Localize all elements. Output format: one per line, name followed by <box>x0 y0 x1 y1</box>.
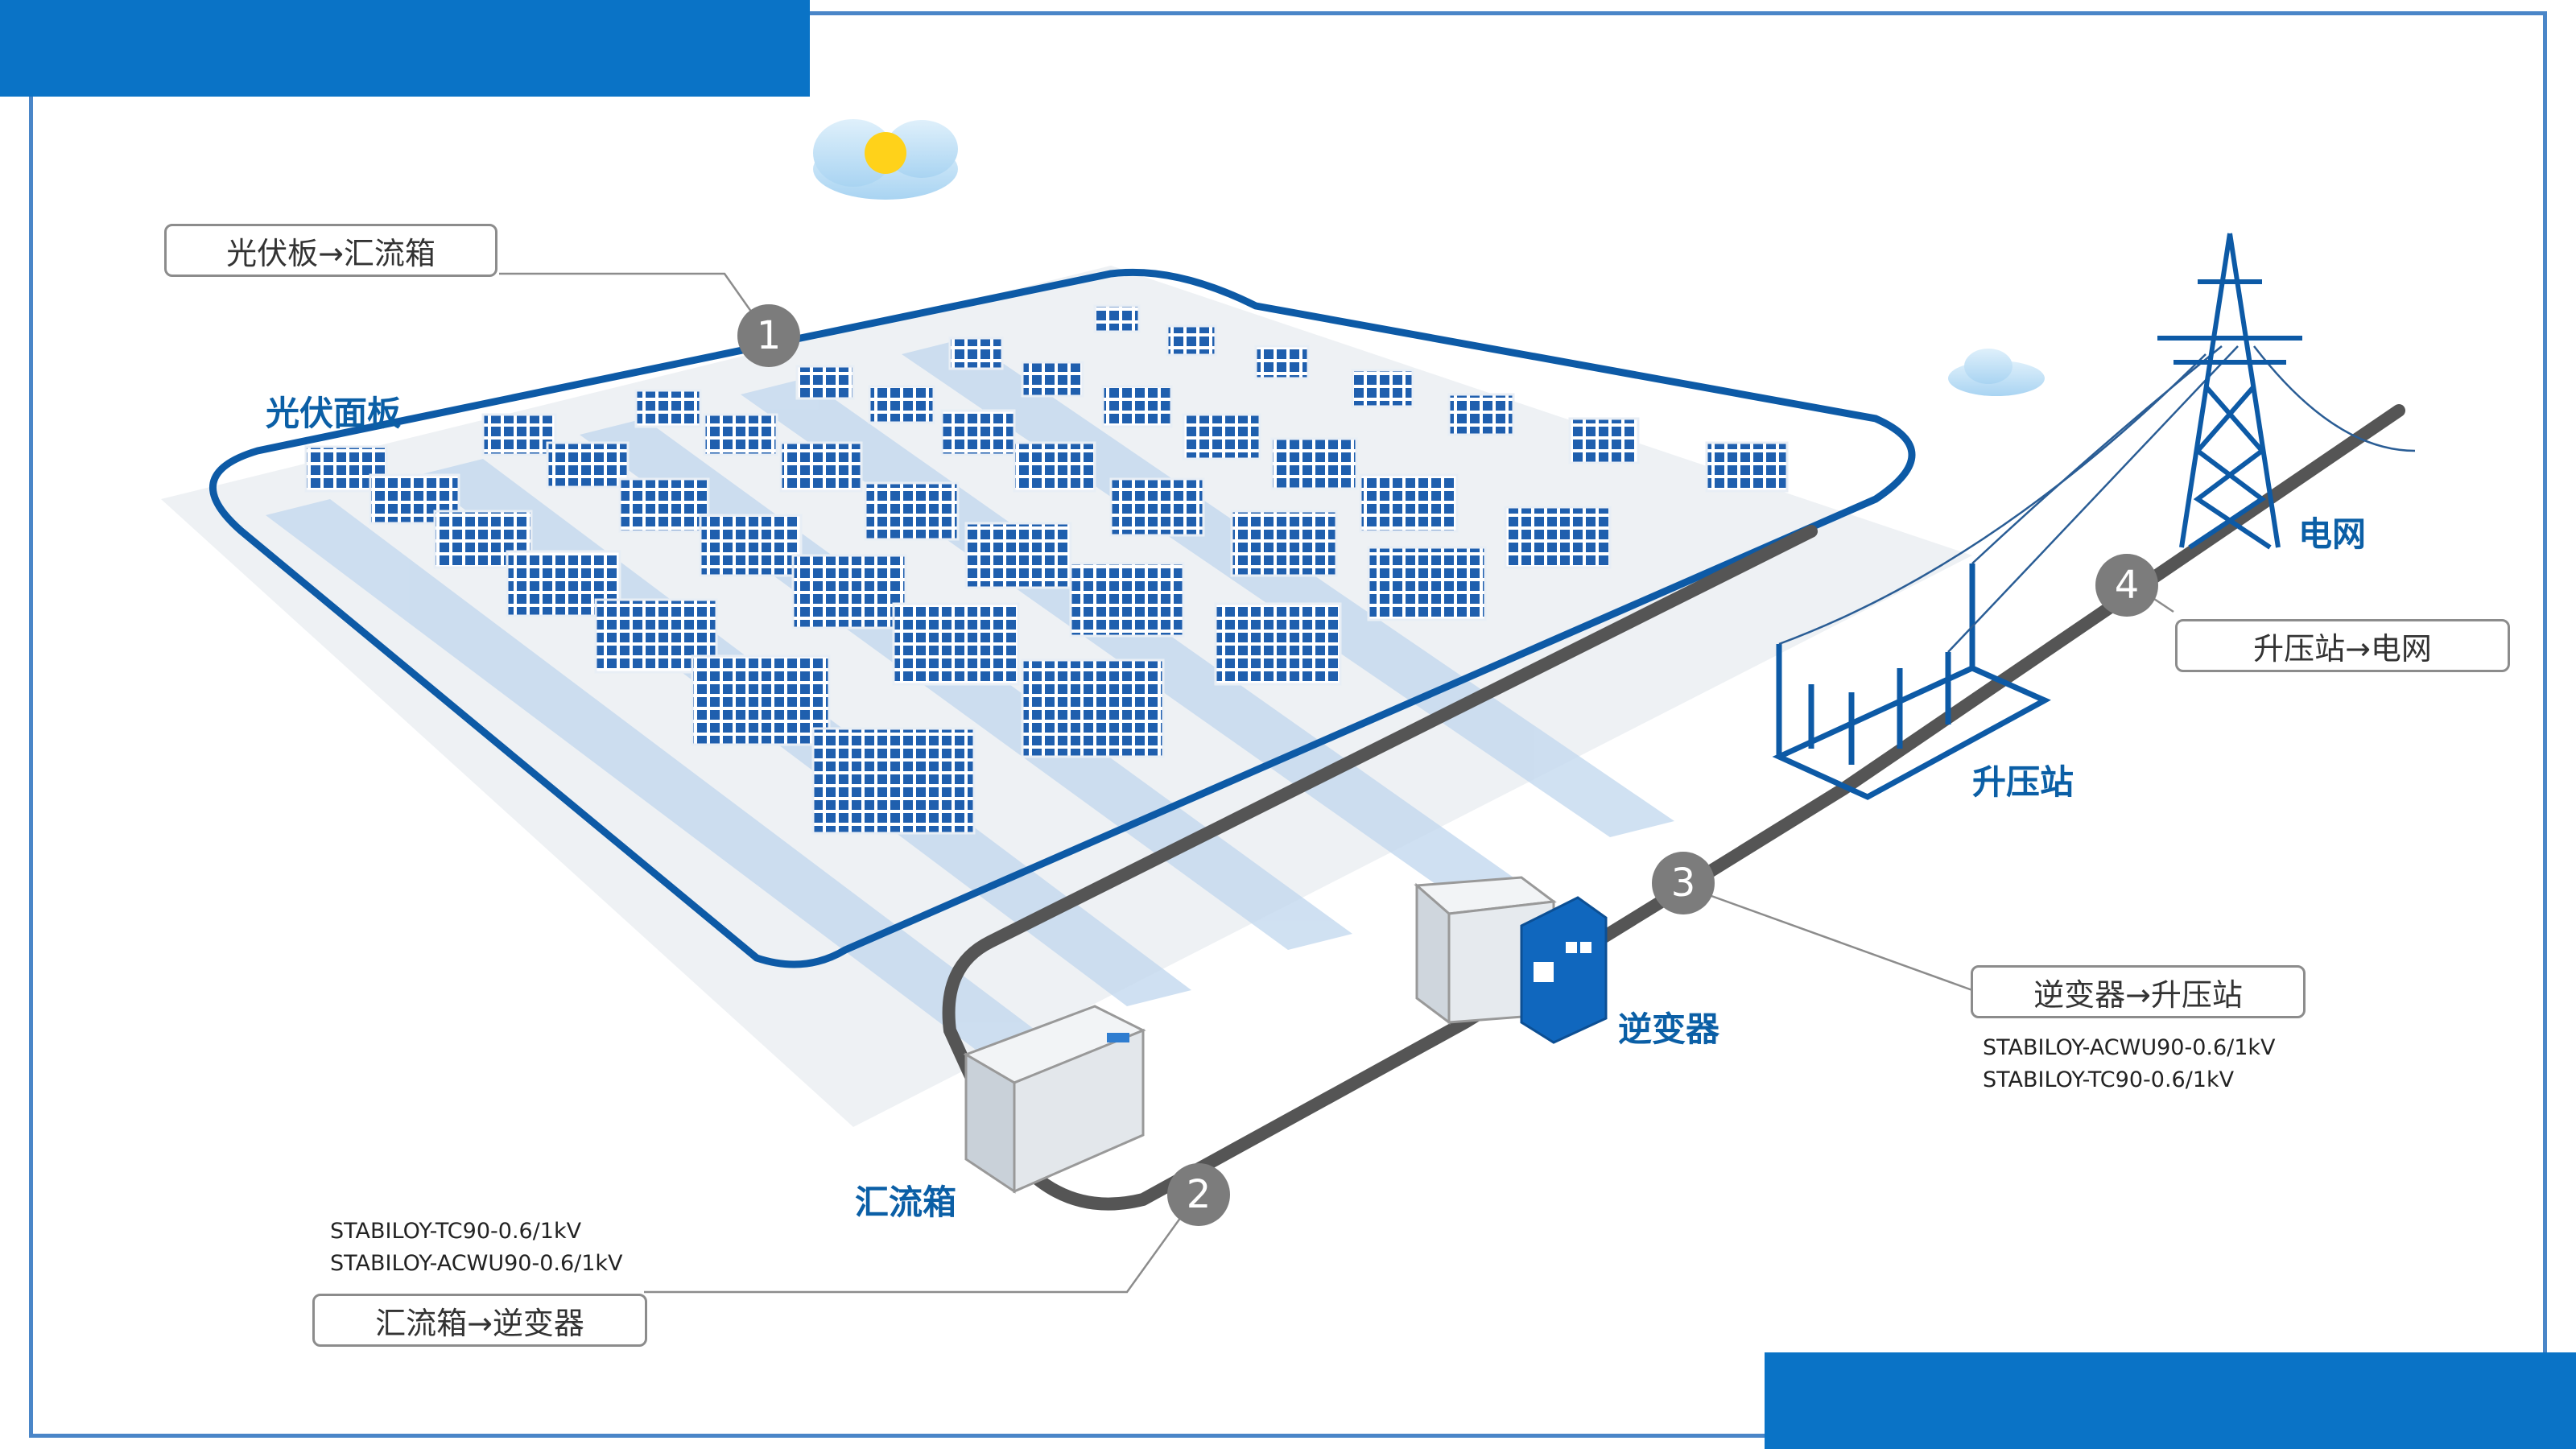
step-badge-2: 2 <box>1167 1163 1230 1226</box>
label-combiner: 汇流箱 <box>855 1183 957 1222</box>
step-badge-1: 1 <box>737 304 800 367</box>
step-3-title: 逆变器→升压站 <box>1971 965 2306 1018</box>
spec-line: STABILOY-ACWU90-0.6/1kV <box>1983 1035 2276 1060</box>
substation <box>1772 564 2051 800</box>
spec-line: STABILOY-TC90-0.6/1kV <box>1983 1067 2235 1092</box>
pv-array-boundary <box>209 268 1916 968</box>
pv-row <box>304 445 976 835</box>
corner-bar-top-left <box>0 0 810 97</box>
pv-row <box>795 365 1487 621</box>
step-2-specs: STABILOY-TC90-0.6/1kV STABILOY-ACWU90-0.… <box>330 1216 623 1280</box>
step-badge-4: 4 <box>2095 554 2158 617</box>
inverter-unit <box>1414 876 1608 1044</box>
spec-line: STABILOY-ACWU90-0.6/1kV <box>330 1251 623 1276</box>
page-frame <box>29 11 2547 1438</box>
step-2-title: 汇流箱→逆变器 <box>312 1294 647 1347</box>
label-inverter: 逆变器 <box>1618 1009 1720 1049</box>
pv-row <box>948 336 1612 569</box>
pv-row <box>481 413 1165 758</box>
pv-panel-array <box>304 304 1789 835</box>
pv-row <box>634 389 1342 686</box>
corner-bar-bottom-right <box>1765 1352 2576 1449</box>
combiner-box <box>963 1005 1146 1194</box>
label-substation: 升压站 <box>1972 762 2074 802</box>
step-badge-3: 3 <box>1652 852 1715 914</box>
pv-row <box>1093 304 1789 493</box>
label-pv-panel: 光伏面板 <box>266 394 402 433</box>
cloud-icon <box>1948 349 2045 396</box>
label-grid: 电网 <box>2298 514 2367 554</box>
sun-cloud-icon <box>813 119 958 200</box>
step-1-title: 光伏板→汇流箱 <box>164 224 497 277</box>
step-4-title: 升压站→电网 <box>2175 619 2510 672</box>
transmission-tower-icon <box>2157 233 2302 550</box>
step-3-specs: STABILOY-ACWU90-0.6/1kV STABILOY-TC90-0.… <box>1983 1032 2276 1096</box>
transmission-lines <box>1778 345 2416 653</box>
spec-line: STABILOY-TC90-0.6/1kV <box>330 1219 582 1244</box>
